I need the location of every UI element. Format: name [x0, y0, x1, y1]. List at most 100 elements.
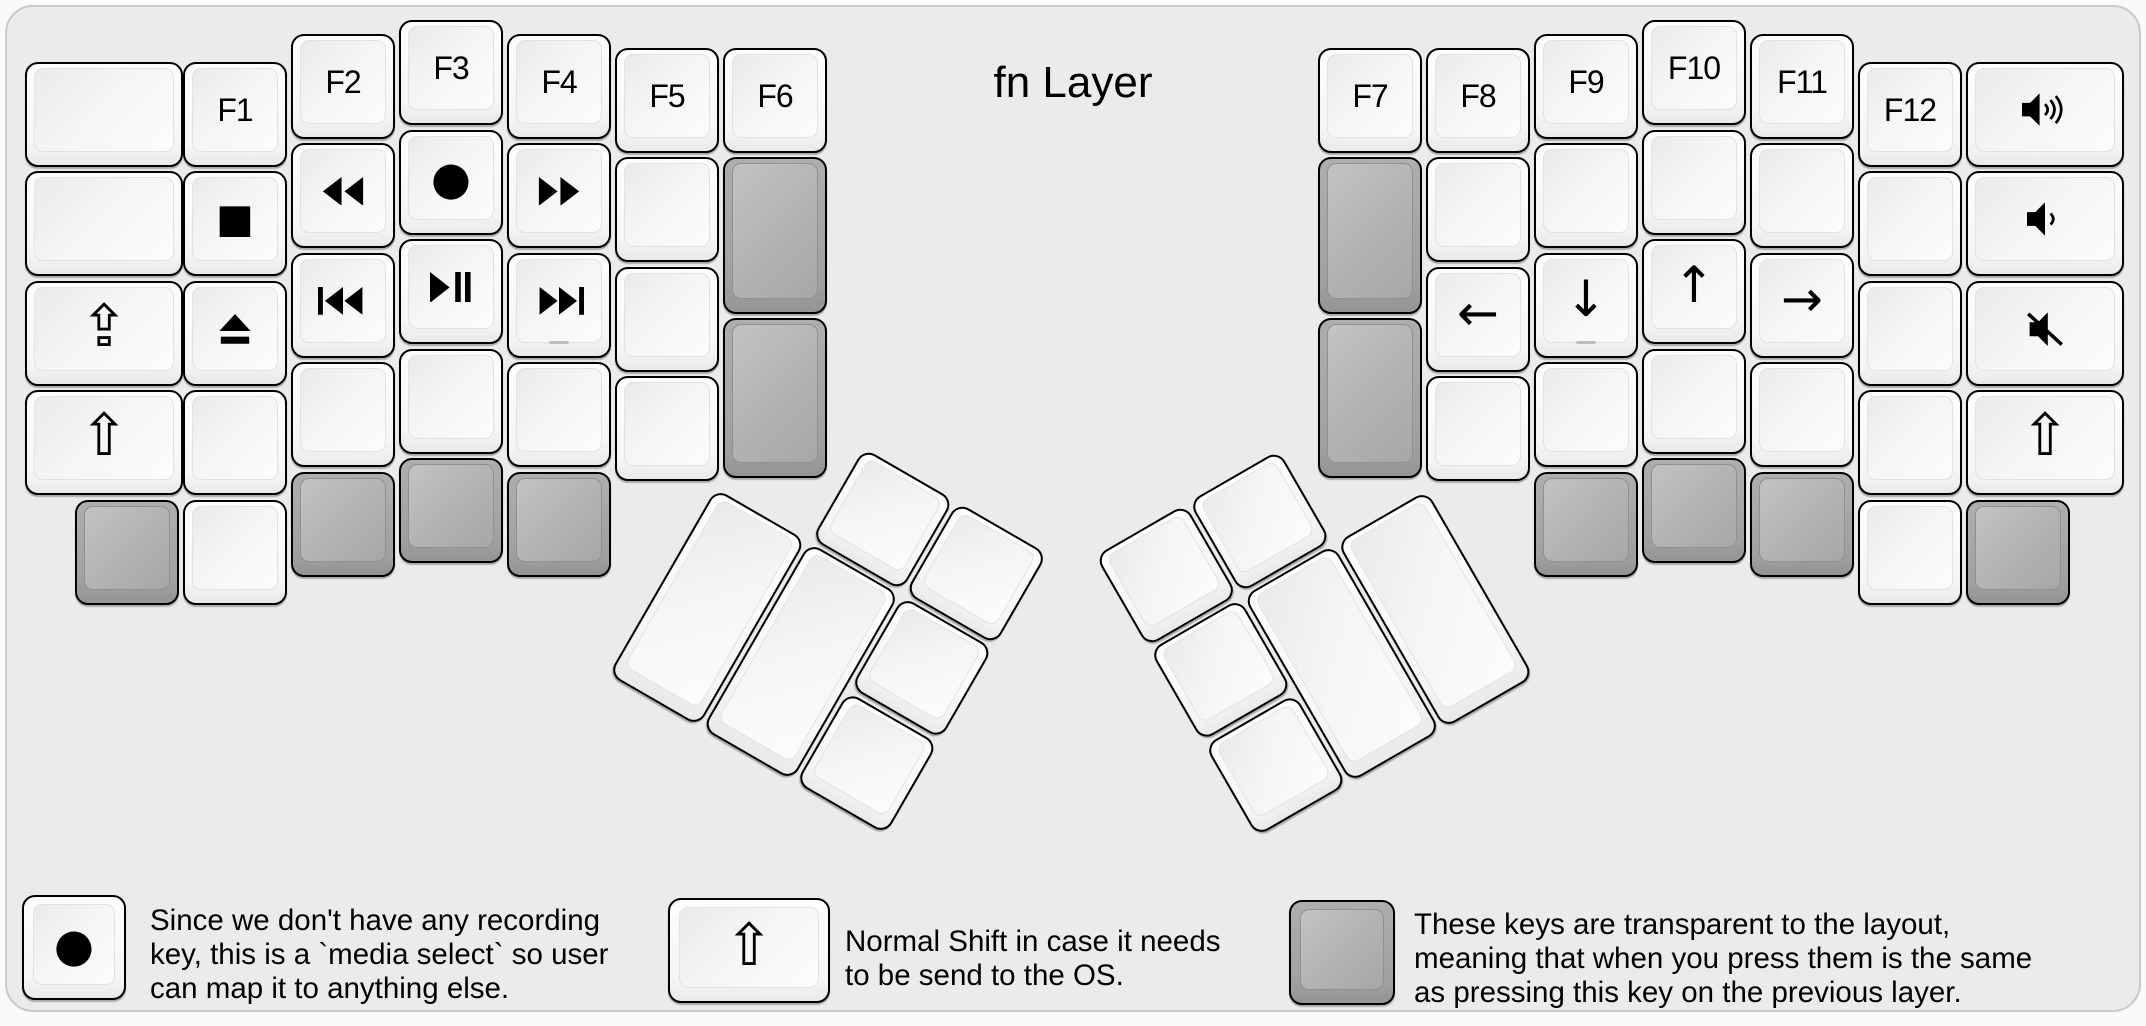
key-blank[interactable] — [25, 171, 183, 276]
keytop — [84, 506, 170, 590]
legend-text-normal-shift: Normal Shift in case it needs to be send… — [845, 925, 1220, 993]
key-label: F6 — [757, 78, 793, 114]
keytop — [192, 396, 278, 480]
key-fast-forward[interactable] — [507, 143, 611, 248]
key-blank[interactable] — [1858, 390, 1962, 495]
key-f8[interactable]: F8 — [1426, 48, 1530, 153]
keytop — [624, 382, 710, 466]
key-blank[interactable] — [1426, 157, 1530, 262]
key-blank[interactable] — [1858, 500, 1962, 605]
key-transparent[interactable] — [1534, 472, 1638, 577]
keytop: F1 — [192, 68, 278, 152]
key-f7[interactable]: F7 — [1318, 48, 1422, 153]
key-blank[interactable] — [1750, 362, 1854, 467]
key-next-track[interactable] — [507, 253, 611, 358]
keytop — [192, 506, 278, 590]
shift-sample-key: ⇧ — [668, 898, 830, 1003]
key-f11[interactable]: F11 — [1750, 34, 1854, 139]
key-transparent[interactable] — [1750, 472, 1854, 577]
key-blank[interactable] — [615, 157, 719, 262]
keytop — [732, 163, 818, 299]
key-symbol: ⇧ — [724, 910, 774, 979]
keytop — [1543, 478, 1629, 562]
key-label: F9 — [1568, 64, 1604, 100]
keytop — [1867, 396, 1953, 480]
key-transparent[interactable] — [507, 472, 611, 577]
key-prev-track[interactable] — [291, 253, 395, 358]
key-f1[interactable]: F1 — [183, 62, 287, 167]
key-shift[interactable]: ⇧ — [1966, 390, 2124, 495]
keytop: ● — [408, 136, 494, 220]
key-blank[interactable] — [1426, 376, 1530, 481]
key-transparent[interactable] — [1318, 157, 1422, 314]
key-play-pause[interactable] — [399, 239, 503, 344]
key-blank[interactable] — [1858, 171, 1962, 276]
legend-text-media-select: Since we don't have any recording key, t… — [150, 904, 609, 1006]
key-eject[interactable] — [183, 281, 287, 386]
key-transparent[interactable] — [75, 500, 179, 605]
key-transparent[interactable] — [399, 458, 503, 563]
key-blank[interactable] — [1534, 362, 1638, 467]
legend-text-transparent-keys: These keys are transparent to the layout… — [1414, 908, 2032, 1010]
key-blank[interactable] — [291, 362, 395, 467]
keytop: F3 — [408, 26, 494, 110]
key-blank[interactable] — [615, 267, 719, 372]
key-blank[interactable] — [1858, 281, 1962, 386]
key-arrow-left[interactable]: ← — [1426, 267, 1530, 372]
key-transparent[interactable] — [1642, 458, 1746, 563]
key-volume-down[interactable] — [1966, 171, 2124, 276]
key-arrow-right[interactable]: → — [1750, 253, 1854, 358]
key-blank[interactable] — [507, 362, 611, 467]
transparent-sample-key — [1289, 900, 1395, 1005]
key-transparent[interactable] — [723, 157, 827, 314]
key-stop[interactable]: ■ — [183, 171, 287, 276]
key-f6[interactable]: F6 — [723, 48, 827, 153]
key-volume-mute[interactable] — [1966, 281, 2124, 386]
key-blank[interactable] — [183, 500, 287, 605]
keytop — [732, 324, 818, 463]
key-arrow-up[interactable]: ↑ — [1642, 239, 1746, 344]
key-blank[interactable] — [183, 390, 287, 495]
key-symbol: ⇧ — [79, 401, 129, 469]
key-blank[interactable] — [1642, 349, 1746, 454]
key-rewind[interactable] — [291, 143, 395, 248]
key-symbol: → — [1781, 270, 1823, 328]
key-transparent[interactable] — [1318, 318, 1422, 478]
key-f3[interactable]: F3 — [399, 20, 503, 125]
key-blank[interactable] — [399, 349, 503, 454]
keytop — [516, 259, 602, 343]
key-f2[interactable]: F2 — [291, 34, 395, 139]
key-label: F8 — [1460, 78, 1496, 114]
key-blank[interactable] — [615, 376, 719, 481]
key-transparent[interactable] — [1966, 500, 2070, 605]
key-volume-up[interactable] — [1966, 62, 2124, 167]
key-label: F11 — [1777, 64, 1828, 100]
key-f5[interactable]: F5 — [615, 48, 719, 153]
keytop — [1867, 506, 1953, 590]
key-f10[interactable]: F10 — [1642, 20, 1746, 125]
key-blank[interactable] — [1534, 143, 1638, 248]
keytop — [516, 149, 602, 233]
key-transparent[interactable] — [291, 472, 395, 577]
key-blank[interactable] — [1750, 143, 1854, 248]
key-caps-lock[interactable]: ⇪ — [25, 281, 183, 386]
key-blank[interactable] — [1642, 130, 1746, 235]
key-f9[interactable]: F9 — [1534, 34, 1638, 139]
key-transparent[interactable] — [723, 318, 827, 478]
key-f12[interactable]: F12 — [1858, 62, 1962, 167]
key-arrow-down[interactable]: ↓ — [1534, 253, 1638, 358]
key-symbol: ⇪ — [79, 292, 129, 360]
play-pause-icon — [430, 271, 471, 303]
key-label: F1 — [217, 92, 253, 128]
rewind-icon — [322, 176, 364, 206]
keytop — [1867, 287, 1953, 371]
key-f4[interactable]: F4 — [507, 34, 611, 139]
keytop — [1759, 478, 1845, 562]
key-symbol: ↑ — [1673, 256, 1715, 314]
keytop: ⇪ — [34, 287, 174, 371]
key-record[interactable]: ● — [399, 130, 503, 235]
key-blank[interactable] — [25, 62, 183, 167]
key-shift[interactable]: ⇧ — [25, 390, 183, 495]
keytop: F12 — [1867, 68, 1953, 152]
